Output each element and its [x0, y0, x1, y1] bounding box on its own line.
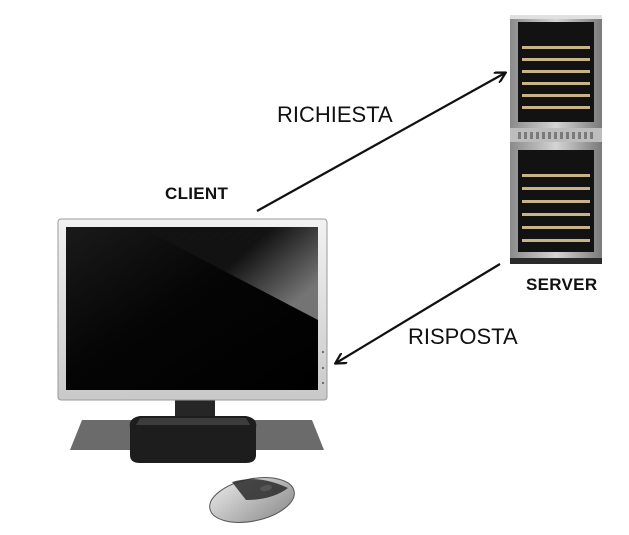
server-label: SERVER	[526, 275, 598, 294]
request-arrow	[256, 73, 505, 212]
desktop-monitor-icon	[57, 218, 328, 463]
response-label: RISPOSTA	[408, 324, 518, 349]
computer-mouse-icon	[209, 477, 295, 523]
response-arrow	[336, 263, 501, 363]
client-label: CLIENT	[165, 184, 229, 203]
request-label: RICHIESTA	[277, 102, 393, 127]
server-rack-icon	[510, 15, 602, 264]
